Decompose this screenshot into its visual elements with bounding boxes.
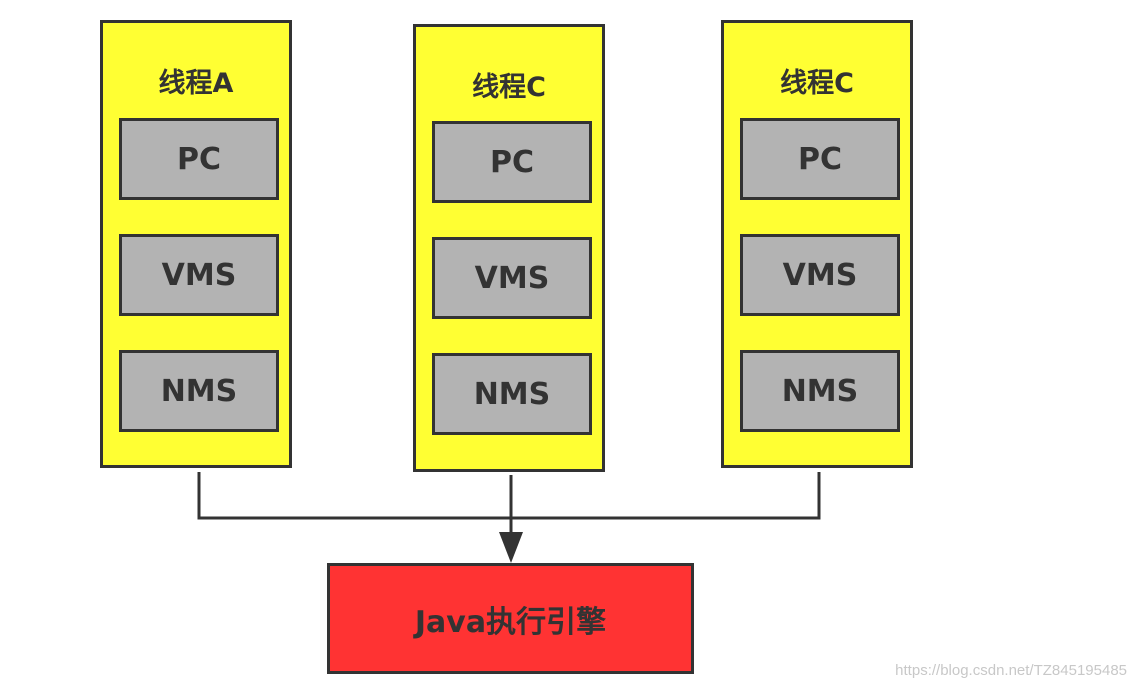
thread-c-middle-title: 线程C xyxy=(472,72,546,103)
thread-c-right-box: 线程C PC VMS NMS xyxy=(721,20,913,468)
vm-stack-box: VMS xyxy=(740,234,900,316)
thread-c-middle-box: 线程C PC VMS NMS xyxy=(413,24,605,472)
native-method-stack-box: NMS xyxy=(432,353,592,435)
thread-a-box: 线程A PC VMS NMS xyxy=(100,20,292,468)
native-method-stack-box: NMS xyxy=(740,350,900,432)
pc-register-box: PC xyxy=(432,121,592,203)
connector-thread-a xyxy=(197,472,511,520)
vm-stack-box: VMS xyxy=(119,234,279,316)
thread-c-right-title: 线程C xyxy=(780,68,854,99)
engine-label: Java执行引擎 xyxy=(414,604,607,640)
native-method-stack-box: NMS xyxy=(119,350,279,432)
arrowhead-down xyxy=(499,532,523,563)
pc-register-box: PC xyxy=(119,118,279,200)
java-execution-engine-box: Java执行引擎 xyxy=(327,563,694,674)
pc-register-box: PC xyxy=(740,118,900,200)
vm-stack-box: VMS xyxy=(432,237,592,319)
watermark-url: https://blog.csdn.net/TZ845195485 xyxy=(895,662,1127,679)
thread-a-title: 线程A xyxy=(158,68,234,99)
connector-thread-c-right xyxy=(511,472,821,520)
